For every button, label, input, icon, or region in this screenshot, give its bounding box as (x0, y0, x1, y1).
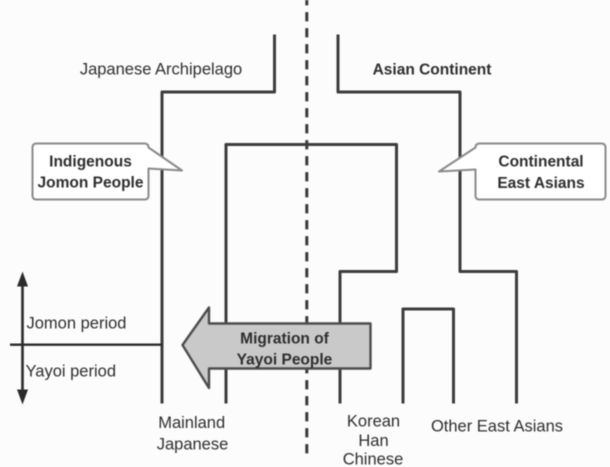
svg-text:Mainland: Mainland (158, 414, 225, 432)
svg-text:Asian Continent: Asian Continent (373, 62, 492, 79)
svg-text:Indigenous: Indigenous (49, 154, 132, 171)
svg-text:Han: Han (358, 432, 388, 450)
svg-text:East Asians: East Asians (497, 175, 584, 192)
svg-text:Yayoi period: Yayoi period (26, 363, 117, 381)
svg-text:Jomon period: Jomon period (27, 315, 127, 333)
svg-text:Yayoi People: Yayoi People (237, 352, 333, 369)
svg-text:Chinese: Chinese (343, 451, 404, 467)
svg-text:Korean: Korean (347, 413, 400, 431)
svg-text:Japanese: Japanese (157, 436, 229, 454)
svg-text:Japanese Archipelago: Japanese Archipelago (80, 61, 242, 79)
svg-text:Jomon People: Jomon People (38, 175, 144, 192)
svg-text:Migration of: Migration of (240, 331, 330, 348)
svg-text:Other East Asians: Other East Asians (431, 418, 563, 436)
svg-text:Continental: Continental (498, 154, 583, 171)
